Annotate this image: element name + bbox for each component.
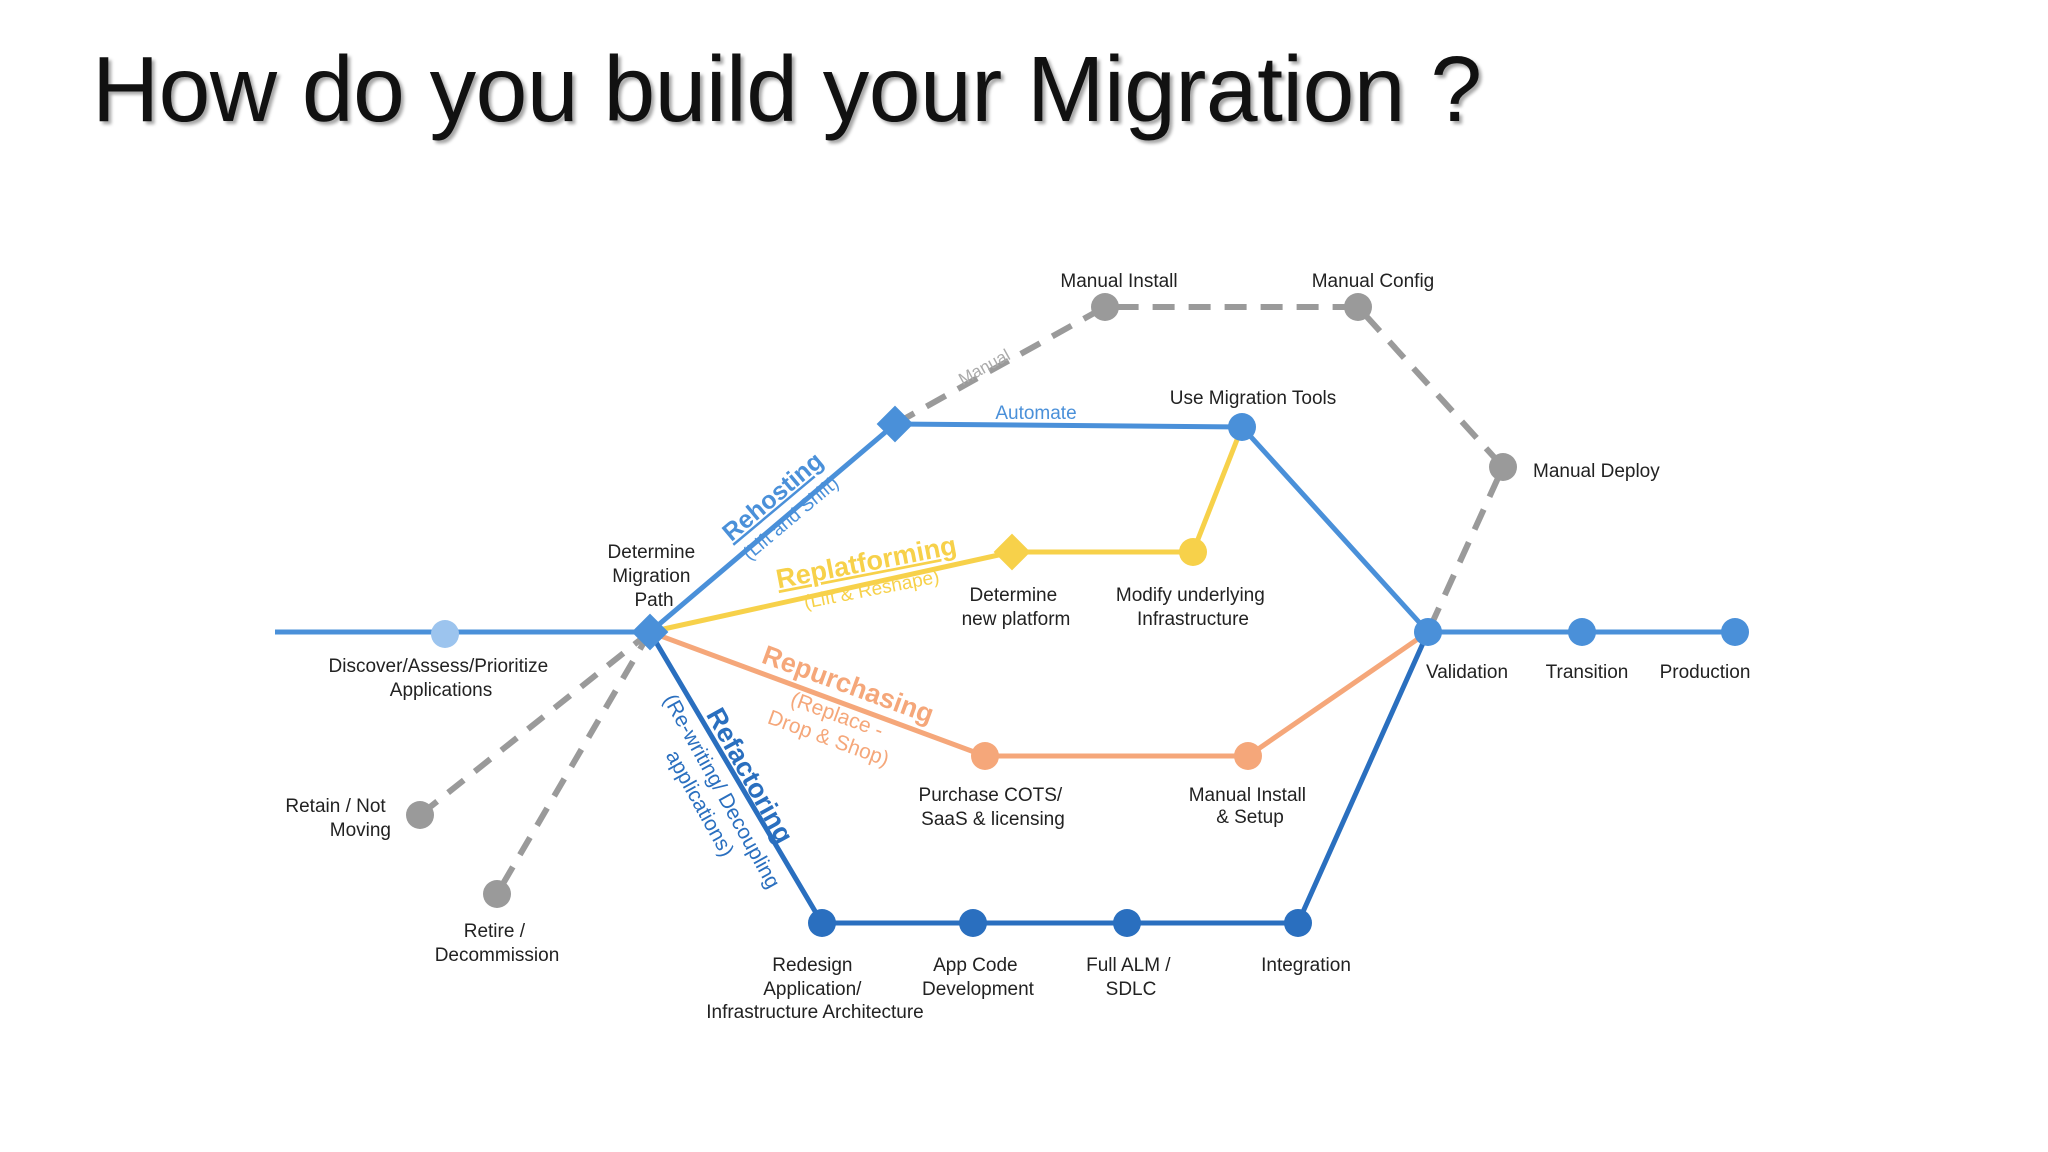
label-purchase-cots: Purchase COTS/ SaaS & licensing bbox=[919, 785, 1068, 830]
label-retire: Retire / Decommission bbox=[435, 921, 560, 966]
label-production: Production bbox=[1660, 662, 1751, 683]
node-manual-install-top bbox=[1091, 293, 1119, 321]
label-manual-install-setup: Manual Install & Setup bbox=[1189, 785, 1312, 828]
node-transition bbox=[1568, 618, 1596, 646]
label-app-code: App Code Development bbox=[922, 955, 1035, 1000]
node-integration bbox=[1284, 909, 1312, 937]
label-retain: Retain / Not Moving bbox=[285, 796, 391, 841]
edge-manual bbox=[893, 304, 1507, 634]
node-validation bbox=[1414, 618, 1442, 646]
label-modify-infra: Modify underlying Infrastructure bbox=[1116, 585, 1270, 630]
label-full-alm: Full ALM / SDLC bbox=[1086, 955, 1176, 1000]
node-app-code bbox=[959, 909, 987, 937]
node-purchase-cots bbox=[971, 742, 999, 770]
node-full-alm bbox=[1113, 909, 1141, 937]
node-retire bbox=[483, 880, 511, 908]
label-integration: Integration bbox=[1261, 955, 1351, 976]
edge-repurchasing bbox=[649, 629, 1430, 759]
node-manual-config bbox=[1344, 293, 1372, 321]
label-use-migration-tools: Use Migration Tools bbox=[1170, 388, 1337, 409]
label-manual-deploy: Manual Deploy bbox=[1533, 461, 1660, 482]
node-retain bbox=[406, 801, 434, 829]
label-manual-config: Manual Config bbox=[1312, 271, 1435, 292]
label-transition: Transition bbox=[1546, 662, 1629, 683]
edge-rehosting bbox=[648, 421, 1430, 634]
label-edge-manual: Manual bbox=[955, 345, 1013, 389]
node-determine-path bbox=[631, 613, 669, 651]
edge-replatforming bbox=[649, 426, 1245, 635]
label-discover: Discover/Assess/Prioritize Applications bbox=[329, 656, 554, 701]
label-redesign: Redesign Application/ Infrastructure Arc… bbox=[706, 955, 924, 1023]
label-determine-path: Determine Migration Path bbox=[608, 542, 701, 611]
node-automate-manual-split bbox=[876, 405, 914, 443]
label-determine-platform: Determine new platform bbox=[962, 585, 1071, 630]
label-validation: Validation bbox=[1426, 662, 1508, 683]
edge-retain bbox=[418, 629, 652, 818]
edge-refactoring bbox=[647, 630, 1431, 926]
slide-title: How do you build your Migration ? bbox=[92, 37, 1482, 141]
node-discover bbox=[431, 620, 459, 648]
node-determine-platform bbox=[993, 533, 1031, 571]
strategy-replatforming: Replatforming (Lift & Reshape) bbox=[774, 530, 959, 614]
label-edge-automate: Automate bbox=[995, 403, 1076, 424]
strategy-repurchasing: Repurchasing (Replace - Drop & Shop) bbox=[758, 640, 937, 771]
node-manual-deploy bbox=[1489, 453, 1517, 481]
label-manual-install-top: Manual Install bbox=[1060, 271, 1177, 292]
node-manual-install-setup bbox=[1234, 742, 1262, 770]
node-redesign bbox=[808, 909, 836, 937]
strategy-rehosting: Rehosting (Lift and Shift) bbox=[717, 447, 843, 565]
node-production bbox=[1721, 618, 1749, 646]
node-modify-infra bbox=[1179, 538, 1207, 566]
node-use-migration-tools bbox=[1228, 413, 1256, 441]
edge-retire bbox=[494, 630, 653, 896]
